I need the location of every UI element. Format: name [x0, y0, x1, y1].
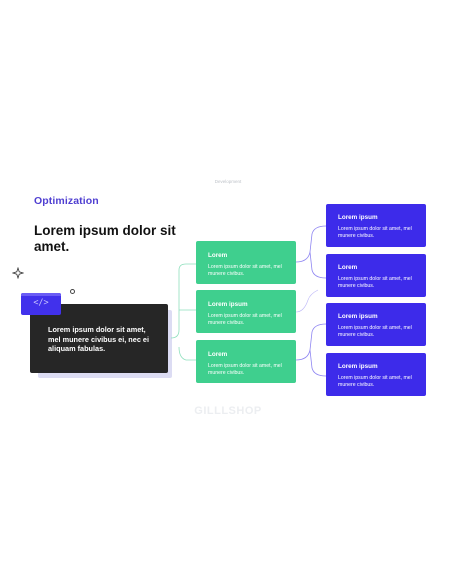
page-title: Lorem ipsum dolor sit amet. — [34, 223, 176, 254]
summary-card-text: Lorem ipsum dolor sit amet, mel munere c… — [48, 325, 149, 353]
section-kicker: Optimization — [34, 195, 99, 207]
card-description: Lorem ipsum dolor sit amet, mel munere c… — [208, 264, 282, 277]
green-card-3: Lorem Lorem ipsum dolor sit amet, mel mu… — [196, 340, 296, 383]
card-title: Lorem ipsum — [338, 214, 378, 221]
card-description: Lorem ipsum dolor sit amet, mel munere c… — [338, 226, 412, 239]
card-title: Lorem ipsum — [338, 363, 378, 370]
code-icon: </> — [21, 293, 61, 315]
breadcrumb: Development — [214, 179, 242, 184]
card-description: Lorem ipsum dolor sit amet, mel munere c… — [208, 363, 282, 376]
code-glyph: </> — [33, 298, 49, 308]
watermark: GILLLSHOP — [194, 405, 262, 417]
summary-card — [30, 304, 168, 373]
green-card-2: Lorem ipsum Lorem ipsum dolor sit amet, … — [196, 290, 296, 333]
card-title: Lorem ipsum — [338, 313, 378, 320]
sparkle-icon — [12, 267, 24, 279]
right-bracket-lower — [295, 323, 327, 377]
card-title: Lorem — [338, 264, 358, 271]
card-title: Lorem — [208, 252, 228, 259]
card-description: Lorem ipsum dolor sit amet, mel munere c… — [338, 325, 412, 338]
right-bracket-middle — [295, 289, 319, 313]
card-description: Lorem ipsum dolor sit amet, mel munere c… — [338, 375, 412, 388]
decorative-circle-icon — [70, 289, 75, 294]
card-title: Lorem ipsum — [208, 301, 248, 308]
blue-card-2: Lorem Lorem ipsum dolor sit amet, mel mu… — [326, 254, 426, 297]
right-bracket-upper — [295, 225, 327, 279]
blue-card-4: Lorem ipsum Lorem ipsum dolor sit amet, … — [326, 353, 426, 396]
blue-card-1: Lorem ipsum Lorem ipsum dolor sit amet, … — [326, 204, 426, 247]
blue-card-3: Lorem ipsum Lorem ipsum dolor sit amet, … — [326, 303, 426, 346]
card-description: Lorem ipsum dolor sit amet, mel munere c… — [338, 276, 412, 289]
card-description: Lorem ipsum dolor sit amet, mel munere c… — [208, 313, 282, 326]
card-title: Lorem — [208, 351, 228, 358]
left-bracket — [170, 263, 196, 361]
green-card-1: Lorem Lorem ipsum dolor sit amet, mel mu… — [196, 241, 296, 284]
badge-header-bar — [21, 293, 61, 296]
